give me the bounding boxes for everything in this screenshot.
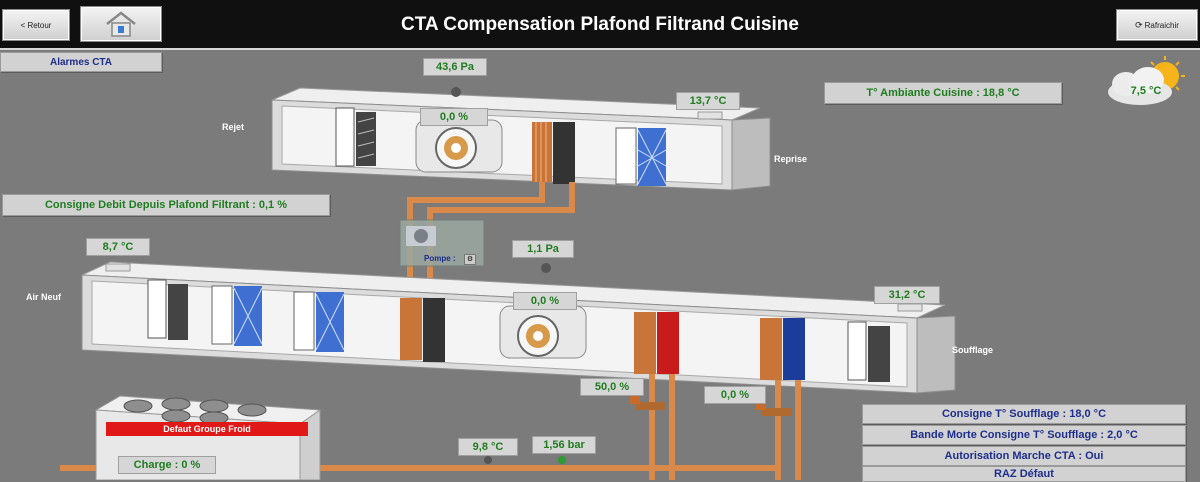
temp-sensor-icon	[484, 456, 492, 464]
lower-pressure-value: 1,1 Pa	[512, 240, 574, 258]
heat-valve-value: 50,0 %	[580, 378, 644, 396]
home-button[interactable]	[80, 6, 162, 42]
cold-valve-icon	[756, 400, 792, 416]
autorisation-marche-button[interactable]: Autorisation Marche CTA : Oui	[862, 446, 1186, 466]
soufflage-label: Soufflage	[952, 345, 994, 355]
refresh-button[interactable]: ⟳ Rafraichir	[1116, 9, 1198, 41]
upper-temp-value: 13,7 °C	[676, 92, 740, 110]
home-icon	[106, 11, 136, 37]
consigne-debit-display: Consigne Debit Depuis Plafond Filtrant :…	[2, 194, 330, 216]
upper-ahu	[271, 87, 771, 191]
header-divider	[0, 48, 1200, 50]
air-neuf-label: Air Neuf	[26, 292, 62, 302]
pump-label: Pompe :	[424, 254, 456, 263]
refresh-label: Rafraichir	[1144, 20, 1179, 30]
cold-valve-value: 0,0 %	[704, 386, 766, 404]
pressure-sensor-icon	[451, 87, 461, 97]
ambient-temp-display: T° Ambiante Cuisine : 18,8 °C	[824, 82, 1062, 104]
outdoor-temp: 7,5 °C	[1130, 85, 1162, 97]
alarms-button[interactable]: Alarmes CTA	[0, 52, 162, 72]
back-button[interactable]: < Retour	[2, 9, 70, 41]
upper-fan-speed: 0,0 %	[420, 108, 488, 126]
refresh-icon: ⟳	[1135, 19, 1143, 30]
raz-defaut-button[interactable]: RAZ Défaut	[862, 466, 1186, 482]
heat-valve-icon	[630, 394, 666, 410]
soufflage-temp: 31,2 °C	[874, 286, 940, 304]
sensor-icons	[451, 87, 566, 464]
pressure-sensor-icon-lower	[541, 263, 551, 273]
lower-ahu	[81, 261, 956, 394]
pressure-gauge-icon	[558, 456, 566, 464]
chiller-temp: 9,8 °C	[458, 438, 518, 456]
rejet-label: Rejet	[222, 122, 245, 132]
lower-fan-speed: 0,0 %	[513, 292, 577, 310]
pump-info-icon[interactable]: ⚙	[464, 254, 476, 265]
chiller-charge: Charge : 0 %	[118, 456, 216, 474]
header-bar	[0, 0, 1200, 48]
page-title: CTA Compensation Plafond Filtrand Cuisin…	[401, 14, 799, 35]
air-neuf-temp: 8,7 °C	[86, 238, 150, 256]
bande-morte-button[interactable]: Bande Morte Consigne T° Soufflage : 2,0 …	[862, 425, 1186, 445]
consigne-soufflage-button[interactable]: Consigne T° Soufflage : 18,0 °C	[862, 404, 1186, 424]
reprise-label: Reprise	[774, 154, 808, 164]
chiller-pressure: 1,56 bar	[532, 436, 596, 454]
chiller-fault-badge: Defaut Groupe Froid	[106, 422, 308, 436]
upper-pressure-value: 43,6 Pa	[423, 58, 487, 76]
